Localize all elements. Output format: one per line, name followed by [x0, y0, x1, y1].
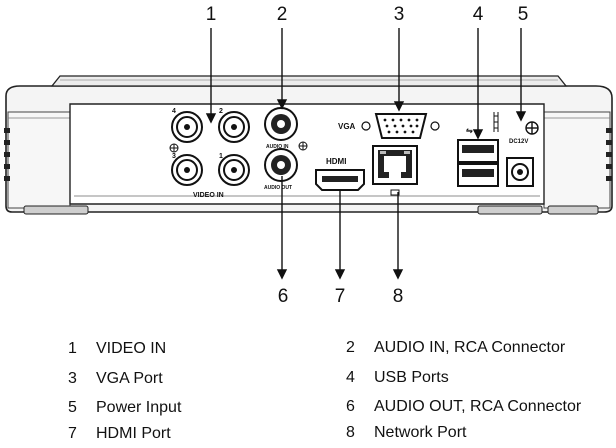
usb-ports: ⇋	[457, 112, 499, 187]
vga-port: VGA	[338, 113, 440, 139]
hdmi-port: HDMI	[315, 157, 365, 191]
bnc-3	[171, 154, 203, 186]
callout-6: 6	[277, 286, 289, 307]
callout-leaders	[205, 28, 527, 280]
callout-5: 5	[517, 4, 529, 25]
rca-audio-in	[264, 107, 298, 141]
audio-out-label: AUDIO OUT	[264, 185, 292, 191]
callout-8: 8	[392, 286, 404, 307]
callout-3: 3	[393, 4, 405, 25]
bnc-1	[218, 154, 250, 186]
svg-text:⇋: ⇋	[466, 126, 473, 135]
device-illustration: 4 2 3 1 VIDEO IN AUDIO IN AUDIO OUT	[4, 28, 613, 280]
vga-label: VGA	[338, 122, 356, 131]
video-in-connectors: 4 2 3 1 VIDEO IN	[169, 108, 250, 199]
callout-1: 1	[205, 4, 217, 25]
svg-text:2: 2	[219, 108, 223, 115]
rca-audio-out	[264, 148, 298, 182]
svg-text:3: 3	[172, 153, 176, 160]
callout-7: 7	[334, 286, 346, 307]
audio-in-label: AUDIO IN	[266, 144, 289, 150]
svg-text:4: 4	[172, 108, 176, 115]
bnc-4	[171, 111, 203, 143]
hdmi-label: HDMI	[326, 157, 346, 166]
dc-label: DC12V	[509, 139, 528, 145]
callout-2: 2	[276, 4, 288, 25]
callout-4: 4	[472, 4, 484, 25]
network-port	[372, 145, 418, 196]
audio-connectors: AUDIO IN AUDIO OUT	[264, 107, 308, 191]
svg-text:1: 1	[219, 153, 223, 160]
bnc-2	[218, 111, 250, 143]
video-in-label: VIDEO IN	[193, 192, 224, 199]
power-input: DC12V	[506, 121, 539, 187]
